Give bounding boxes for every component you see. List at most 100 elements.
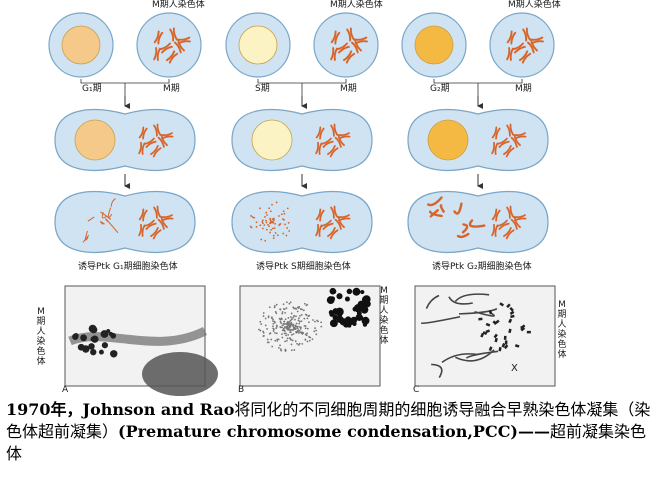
chromatid (157, 31, 164, 45)
chromosome-icon (506, 47, 514, 61)
micrograph-thread (458, 308, 498, 315)
micrograph-speckle (303, 302, 306, 305)
chromatid (509, 205, 515, 218)
micrograph-speckle (294, 328, 297, 331)
chromatid (333, 205, 339, 218)
chromatid (337, 134, 345, 147)
pcc-fragment (275, 201, 278, 204)
micrograph-speckle (292, 306, 295, 309)
micrograph-speckle (287, 334, 290, 336)
pcc-fragment (288, 230, 291, 232)
pcc-fragment (268, 207, 270, 210)
chromosome-icon (169, 27, 178, 42)
chromatid (172, 27, 178, 41)
pcc-thread (110, 198, 116, 207)
chromatid (315, 141, 320, 155)
chromosome-icon (342, 50, 356, 64)
pcc-fragment (282, 218, 284, 221)
pcc-chromatid (468, 219, 486, 228)
micrograph-speckle (279, 326, 282, 329)
micrograph-speckle (314, 327, 316, 330)
micrograph-thread (441, 353, 478, 364)
micrograph-speckle (259, 329, 262, 332)
micrograph-chromosome (88, 343, 95, 350)
pcc-fragment (262, 222, 264, 225)
caption-part4: 超前凝集染色体 (6, 422, 647, 463)
caption: 1970年，Johnson and Rao将同化的不同细胞周期的细胞诱导融合早熟… (6, 399, 656, 465)
chromosome-icon (150, 227, 162, 240)
micrograph-speckle (262, 331, 265, 334)
pcc-fragment (277, 215, 280, 217)
micrograph-speckle (301, 308, 304, 311)
pcc-fragment (265, 221, 268, 224)
pcc-fragment (280, 213, 283, 216)
chromosome-icon (337, 132, 351, 140)
pcc-chromatid (427, 196, 443, 207)
chromatid (327, 227, 336, 238)
pcc-fragment (259, 207, 261, 210)
micrograph-side-label-b: M期人染色体 (379, 286, 389, 346)
micrograph-speckle (283, 332, 286, 335)
micrograph-speckle (320, 321, 323, 324)
micrograph-chromosome (329, 319, 338, 328)
top-label-a: M期人染色体 (152, 0, 205, 10)
micrograph-speckle (288, 302, 291, 305)
caption-part1: 1970年，Johnson and Rao (6, 400, 235, 419)
chromosome-icon (334, 216, 345, 230)
micrograph-speckle (285, 322, 288, 325)
micrograph-speckle (281, 326, 284, 329)
micrograph-thread (431, 363, 443, 378)
pcc-label-a: 诱导Ptk G₁期细胞染色体 (78, 262, 178, 272)
micrograph-chromosome (110, 350, 118, 358)
micrograph-chromosome (101, 342, 109, 349)
bracket-line (80, 79, 170, 96)
chromatid (338, 135, 351, 140)
pcc-fragment (270, 228, 273, 231)
micrograph-speckle (264, 317, 267, 320)
micrograph-speckle (287, 321, 290, 324)
micrograph-chromosome (503, 344, 509, 350)
chromatid (322, 140, 334, 148)
micrograph-chromosome (509, 307, 514, 312)
micrograph-chromosome (526, 330, 531, 334)
chromatid (509, 123, 515, 136)
cells-layer (48, 12, 555, 253)
pcc-fragment (272, 217, 275, 220)
chromatid (322, 222, 334, 230)
pcc-fragment (266, 214, 268, 216)
chromosome-icon (330, 30, 341, 45)
chromatid (503, 227, 512, 238)
micrograph-chromosome (77, 343, 85, 351)
chromosome-icon (153, 205, 162, 219)
chromatid (354, 40, 368, 45)
micrograph-speckle (304, 327, 307, 330)
micrograph-chromosome (360, 305, 369, 314)
micrograph-chromosome (90, 326, 98, 334)
micrograph-speckle (283, 329, 286, 332)
pcc-fragment (261, 219, 264, 222)
chromosome-icon (315, 141, 323, 155)
micrograph-speckle (281, 333, 283, 336)
chromatid (505, 147, 515, 158)
pcc-chromatid (453, 202, 463, 215)
phase-label-b-left: S期 (255, 84, 270, 94)
micrograph-speckle (279, 320, 282, 323)
micrograph-speckle (276, 339, 279, 342)
micrograph-speckle (274, 311, 277, 313)
chromosome-icon (153, 123, 162, 137)
chromosome-icon (138, 126, 148, 140)
chromatid (509, 47, 514, 61)
chromatid (505, 229, 515, 240)
micrograph-speckle (300, 320, 303, 323)
chromosome-icon (320, 219, 334, 230)
micrograph-thread (454, 293, 490, 303)
pcc-fragment (284, 223, 286, 226)
micrographs-layer (64, 285, 556, 396)
chromatid (491, 141, 496, 155)
micrograph-speckle (285, 301, 288, 304)
chromosome-icon (527, 39, 538, 54)
micrograph-chromosome (90, 336, 96, 342)
micrograph-speckle (262, 330, 265, 333)
chromatid (168, 52, 179, 64)
micrograph-speckle (280, 322, 283, 325)
